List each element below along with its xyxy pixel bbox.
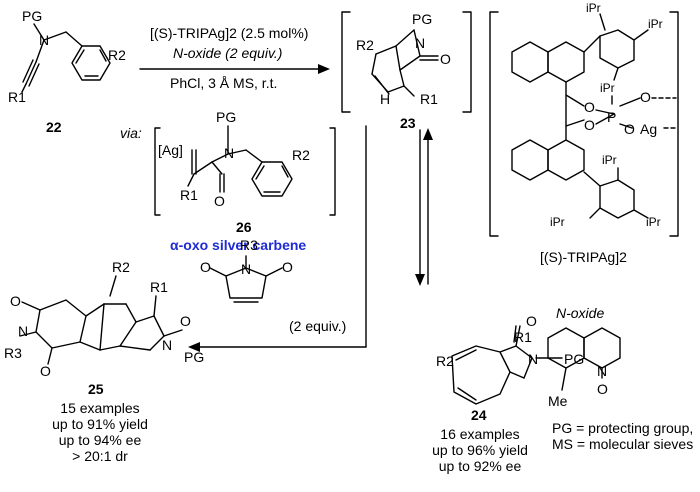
equilibrium-arrows: [415, 128, 433, 286]
atom-r1-26: R1: [180, 187, 198, 203]
structure-25: [19, 275, 183, 365]
compound-24-label: 24: [471, 407, 487, 423]
oxidant-text: N-oxide (2 equiv.): [173, 45, 282, 61]
atom-o-tr1: O: [584, 99, 595, 115]
atom-n-23: N: [415, 35, 425, 51]
atom-ipr-5: iPr: [550, 215, 565, 229]
atom-r2-22: R2: [108, 47, 126, 63]
structure-ptad: [209, 255, 283, 303]
structure-26: [154, 125, 336, 216]
atom-r1-23: R1: [420, 91, 438, 107]
compound-25-label: 25: [88, 381, 104, 397]
results-25-line: 15 examples: [60, 400, 140, 416]
atom-ag-tr: Ag: [640, 121, 657, 137]
structure-24: [451, 325, 563, 405]
atom-n-24: N: [528, 351, 538, 367]
atom-o-ptad2: O: [282, 259, 293, 275]
compound-23-label: 23: [400, 115, 416, 131]
atom-n-22: N: [39, 32, 49, 48]
atom-o-26: O: [214, 193, 225, 209]
atom-r2-25: R2: [112, 259, 130, 275]
atom-r1-24: R1: [514, 329, 532, 345]
atom-n-ptad: N: [241, 261, 251, 277]
arrow-reagent: [188, 125, 367, 352]
via-text: via:: [120, 125, 142, 141]
reagent-equiv: (2 equiv.): [289, 318, 346, 334]
carbene-label: α-oxo silver carbene: [170, 237, 306, 253]
atom-n-25b: N: [162, 337, 172, 353]
atom-o-23: O: [440, 51, 451, 67]
pg-definition: PG = protecting group,: [552, 420, 694, 436]
conditions-text: PhCl, 3 Å MS, r.t.: [170, 75, 277, 91]
atom-r2-24: R2: [436, 353, 454, 369]
compound-26-label: 26: [236, 219, 252, 235]
atom-o-24: O: [526, 313, 537, 329]
atom-r3-ptad: R3: [240, 237, 258, 253]
results-24-line: up to 92% ee: [438, 458, 522, 474]
atom-r2-26: R2: [292, 147, 310, 163]
atom-ipr-2: iPr: [648, 17, 663, 31]
atom-n-25a: N: [18, 323, 28, 339]
atom-pg-23: PG: [412, 11, 432, 27]
results-24-line: 16 examples: [440, 426, 520, 442]
atom-o-25b: O: [40, 363, 51, 379]
atom-r2-23: R2: [356, 37, 374, 53]
results-25-line: up to 94% ee: [58, 432, 142, 448]
atom-me-noxide: Me: [548, 393, 568, 409]
atom-n-noxide: N: [597, 363, 607, 379]
noxide-label: N-oxide: [556, 305, 604, 321]
atom-o-25a: O: [10, 293, 21, 309]
structure-noxide: [547, 327, 621, 391]
atom-o-tr2: O: [584, 117, 595, 133]
atom-o-25c: O: [180, 313, 191, 329]
arrow-main: [139, 64, 330, 74]
atom-ipr-1: iPr: [586, 1, 601, 15]
atom-ipr-6: iPr: [646, 215, 661, 229]
atom-o-tr3: O: [640, 89, 651, 105]
atom-pg-25: PG: [184, 349, 204, 365]
atom-pg-24: PG: [564, 351, 584, 367]
atom-pg-26: PG: [216, 109, 236, 125]
atom-pg-22: PG: [22, 8, 42, 24]
atom-r3-25: R3: [4, 345, 22, 361]
results-24: 16 examples up to 96% yield up to 92% ee: [412, 426, 548, 474]
results-24-line: up to 96% yield: [432, 442, 528, 458]
compound-22-label: 22: [46, 119, 62, 135]
atom-o-noxide: O: [597, 381, 608, 397]
atom-h-23: H: [380, 91, 390, 107]
atom-o-ptad1: O: [200, 259, 211, 275]
atom-r1-25: R1: [150, 279, 168, 295]
atom-n-26: N: [224, 145, 234, 161]
tripag-label: [(S)-TRIPAg]2: [540, 249, 627, 265]
ms-definition: MS = molecular sieves: [552, 436, 694, 452]
catalyst-text: [(S)-TRIPAg]2 (2.5 mol%): [150, 25, 308, 41]
structure-tripag: [489, 11, 679, 237]
atom-r1-22: R1: [8, 89, 26, 105]
results-25-line: > 20:1 dr: [72, 448, 128, 464]
structure-23: [341, 11, 472, 113]
results-25: 15 examples up to 91% yield up to 94% ee…: [40, 400, 160, 464]
atom-ipr-3: iPr: [600, 81, 615, 95]
results-25-line: up to 91% yield: [52, 416, 148, 432]
atom-o-tr4: O: [624, 121, 635, 137]
atom-ipr-4: iPr: [602, 153, 617, 167]
atom-ag-26: [Ag]: [158, 142, 183, 158]
atom-p-tr: P: [607, 109, 616, 125]
structure-22: [21, 23, 111, 93]
definitions: PG = protecting group, MS = molecular si…: [552, 420, 693, 452]
